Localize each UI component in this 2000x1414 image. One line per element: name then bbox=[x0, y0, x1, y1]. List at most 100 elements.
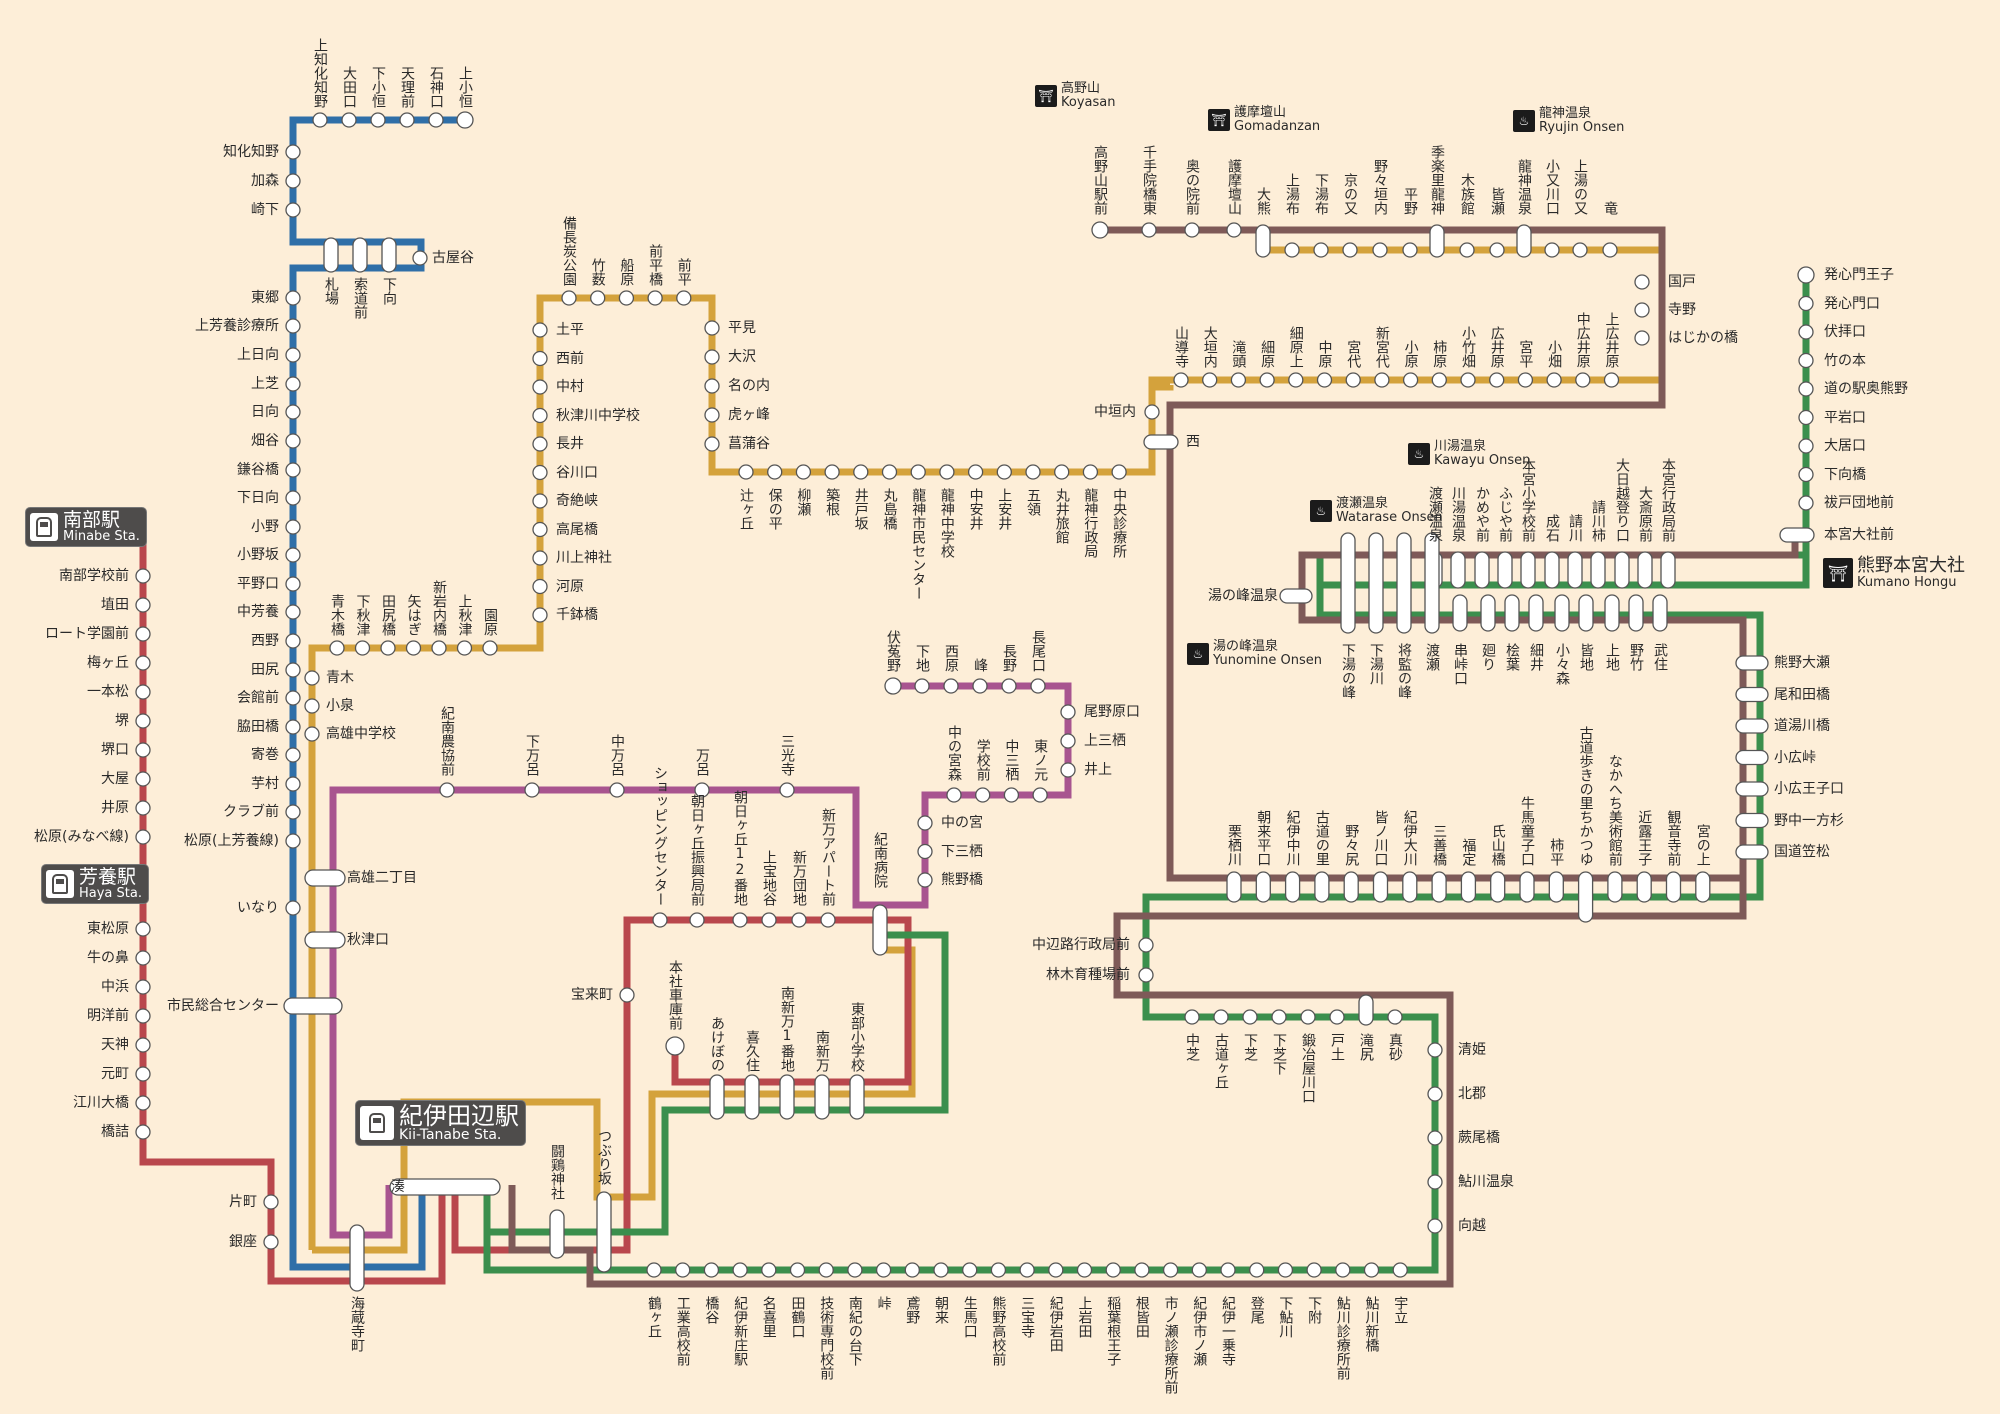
transfer-station-marker[interactable] bbox=[1735, 655, 1769, 671]
station-marker[interactable] bbox=[619, 987, 635, 1003]
transfer-station-marker[interactable] bbox=[1735, 718, 1769, 734]
transfer-station-marker[interactable] bbox=[1567, 551, 1583, 589]
transfer-station-marker[interactable] bbox=[1255, 871, 1271, 903]
transfer-station-marker[interactable] bbox=[1460, 871, 1477, 903]
station-marker[interactable] bbox=[1329, 1009, 1345, 1025]
transfer-station-marker[interactable] bbox=[1665, 871, 1682, 903]
station-marker[interactable] bbox=[1427, 1086, 1443, 1102]
transfer-station-marker[interactable] bbox=[389, 1178, 501, 1196]
station-marker[interactable] bbox=[135, 684, 151, 700]
station-marker[interactable] bbox=[1392, 1262, 1408, 1278]
transfer-station-marker[interactable] bbox=[596, 1191, 612, 1273]
station-marker[interactable] bbox=[135, 597, 151, 613]
station-marker[interactable] bbox=[285, 462, 301, 478]
station-marker[interactable] bbox=[329, 640, 345, 656]
station-marker[interactable] bbox=[1105, 1262, 1121, 1278]
station-marker[interactable] bbox=[791, 912, 807, 928]
station-marker[interactable] bbox=[285, 202, 301, 218]
transfer-station-marker[interactable] bbox=[1607, 871, 1623, 903]
station-marker[interactable] bbox=[285, 833, 301, 849]
station-marker[interactable] bbox=[1249, 1262, 1265, 1278]
station-marker[interactable] bbox=[704, 349, 720, 365]
transfer-station-marker[interactable] bbox=[1628, 594, 1644, 632]
transfer-station-marker[interactable] bbox=[1284, 871, 1301, 903]
station-marker[interactable] bbox=[1162, 1262, 1179, 1278]
station-marker[interactable] bbox=[875, 1262, 892, 1278]
station-marker[interactable] bbox=[1306, 1262, 1322, 1278]
station-marker[interactable] bbox=[285, 804, 301, 820]
station-marker[interactable] bbox=[1798, 495, 1814, 511]
station-marker[interactable] bbox=[939, 464, 955, 480]
station-marker[interactable] bbox=[1060, 733, 1076, 749]
station-marker[interactable] bbox=[135, 979, 151, 995]
station-marker[interactable] bbox=[285, 662, 301, 678]
transfer-station-marker[interactable] bbox=[1396, 532, 1412, 634]
station-marker[interactable] bbox=[285, 604, 301, 620]
station-marker[interactable] bbox=[1427, 1130, 1443, 1146]
transfer-station-marker[interactable] bbox=[1368, 532, 1384, 634]
station-marker[interactable] bbox=[304, 670, 320, 686]
station-marker[interactable] bbox=[1517, 372, 1534, 388]
transfer-station-marker[interactable] bbox=[1577, 871, 1594, 923]
station-marker[interactable] bbox=[135, 655, 151, 671]
station-marker[interactable] bbox=[704, 378, 720, 394]
station-marker[interactable] bbox=[341, 112, 357, 128]
transfer-station-marker[interactable] bbox=[814, 1074, 830, 1120]
station-marker[interactable] bbox=[1226, 222, 1242, 238]
transfer-station-marker[interactable] bbox=[1614, 551, 1630, 589]
station-marker[interactable] bbox=[689, 912, 705, 928]
station-marker[interactable] bbox=[962, 1262, 978, 1278]
station-marker[interactable] bbox=[354, 640, 371, 656]
transfer-station-marker[interactable] bbox=[1314, 871, 1330, 903]
transfer-station-marker[interactable] bbox=[323, 237, 339, 273]
station-marker[interactable] bbox=[1316, 372, 1333, 388]
station-marker[interactable] bbox=[767, 464, 783, 480]
transfer-station-marker[interactable] bbox=[304, 931, 346, 949]
transfer-station-marker[interactable] bbox=[549, 1209, 565, 1259]
station-marker[interactable] bbox=[1402, 242, 1418, 258]
station-marker[interactable] bbox=[904, 1262, 920, 1278]
station-marker[interactable] bbox=[917, 843, 933, 860]
station-marker[interactable] bbox=[1202, 372, 1218, 388]
station-marker[interactable] bbox=[1427, 1042, 1443, 1058]
station-marker[interactable] bbox=[1459, 242, 1475, 258]
station-marker[interactable] bbox=[135, 1037, 151, 1053]
station-marker[interactable] bbox=[1030, 678, 1046, 694]
station-marker[interactable] bbox=[853, 464, 869, 480]
station-marker[interactable] bbox=[1134, 1262, 1150, 1278]
station-marker[interactable] bbox=[263, 1234, 279, 1250]
station-marker[interactable] bbox=[380, 640, 396, 656]
transfer-station-marker[interactable] bbox=[1554, 594, 1570, 632]
station-marker[interactable] bbox=[1798, 295, 1814, 312]
station-marker[interactable] bbox=[285, 347, 301, 363]
station-marker[interactable] bbox=[285, 173, 301, 189]
station-marker[interactable] bbox=[1271, 1009, 1287, 1025]
station-marker[interactable] bbox=[1019, 1262, 1035, 1278]
station-marker[interactable] bbox=[820, 912, 836, 928]
transfer-station-marker[interactable] bbox=[1226, 871, 1242, 903]
transfer-station-marker[interactable] bbox=[1604, 594, 1620, 632]
station-marker[interactable] bbox=[1242, 1009, 1258, 1025]
transfer-station-marker[interactable] bbox=[1652, 594, 1668, 632]
station-marker[interactable] bbox=[647, 290, 663, 306]
station-marker[interactable] bbox=[1213, 1009, 1229, 1025]
station-marker[interactable] bbox=[1184, 1009, 1200, 1025]
station-marker[interactable] bbox=[1184, 222, 1200, 238]
station-marker[interactable] bbox=[135, 771, 151, 787]
station-marker[interactable] bbox=[524, 782, 540, 798]
station-marker[interactable] bbox=[135, 1066, 151, 1082]
station-marker[interactable] bbox=[532, 350, 548, 367]
station-marker[interactable] bbox=[1634, 302, 1650, 318]
station-marker[interactable] bbox=[1345, 372, 1361, 388]
transfer-station-marker[interactable] bbox=[1520, 551, 1536, 589]
station-marker[interactable] bbox=[1173, 372, 1189, 388]
transfer-station-marker[interactable] bbox=[1480, 594, 1496, 632]
station-marker[interactable] bbox=[135, 742, 151, 758]
station-marker[interactable] bbox=[304, 698, 320, 714]
transfer-station-marker[interactable] bbox=[1590, 551, 1606, 589]
transfer-station-marker[interactable] bbox=[1660, 551, 1676, 589]
station-marker[interactable] bbox=[482, 640, 498, 656]
transfer-station-marker[interactable] bbox=[1255, 224, 1271, 258]
station-marker[interactable] bbox=[652, 912, 668, 928]
